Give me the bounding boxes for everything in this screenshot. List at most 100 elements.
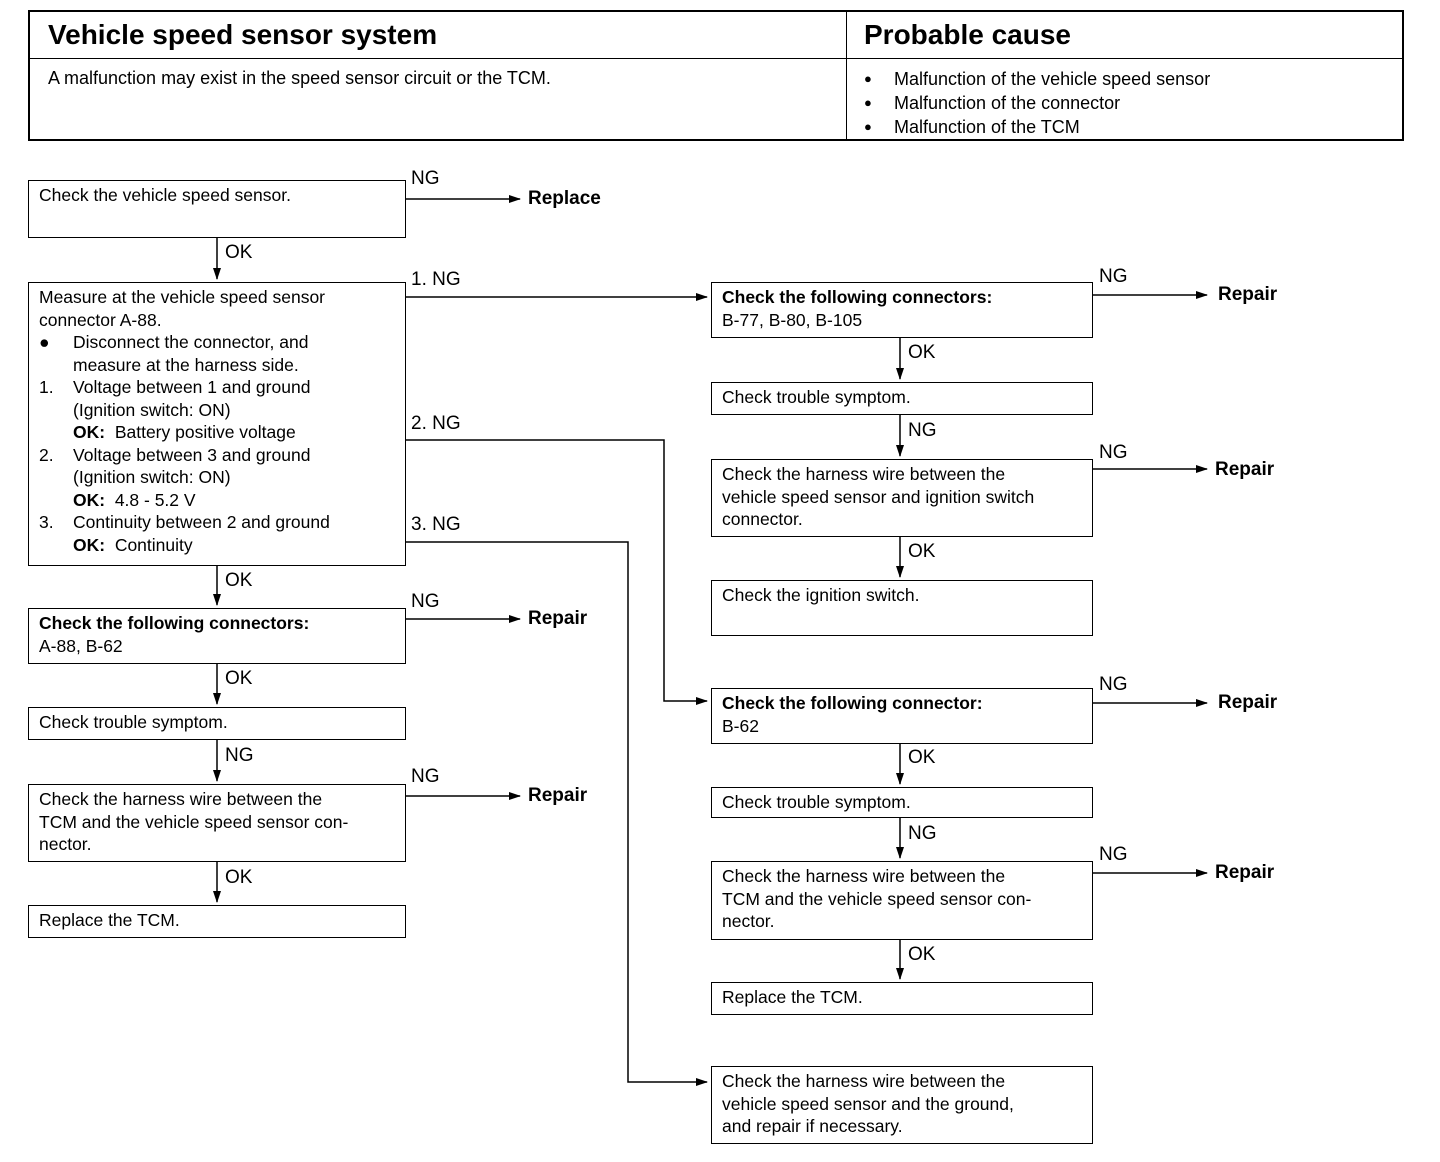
replace-tcm-box-left: Replace the TCM. [28,905,406,938]
system-description: A malfunction may exist in the speed sen… [48,68,551,88]
check-sensor-text: Check the vehicle speed sensor. [39,185,291,205]
ok-criterion: OK: Continuity [39,534,395,557]
harness-tcm-box-right: Check the harness wire between the TCM a… [711,861,1093,940]
connector-b62-box: Check the following connector: B-62 [711,688,1093,744]
ok-label: OK [908,541,936,562]
trouble-symptom-text: Check trouble symptom. [722,792,911,812]
replace-tcm-box-right: Replace the TCM. [711,982,1093,1015]
harness-line: Check the harness wire between the [722,866,1006,886]
ng-label: NG [411,766,440,787]
measure-step-3: 3. Continuity between 2 and ground [39,511,395,534]
table-column-divider [846,12,847,139]
ignition-switch-box: Check the ignition switch. [711,580,1093,636]
ng-label: NG [411,591,440,612]
ok-key: OK: [73,489,106,510]
harness-line: Check the harness wire between the [722,464,1006,484]
measure-line: (Ignition switch: ON) [73,467,231,487]
replace-tcm-text: Replace the TCM. [722,987,863,1007]
repair-label: Repair [1218,692,1278,713]
arrow-ng2 [406,439,708,705]
connector-a88-box: Check the following connectors: A-88, B-… [28,608,406,664]
harness-ignition-box: Check the harness wire between the vehic… [711,459,1093,537]
connector-list: B-62 [722,715,759,736]
ng-label: NG [1099,674,1128,695]
measure-line: Voltage between 3 and ground [73,444,311,465]
measure-line: Disconnect the connector, and [73,332,309,352]
probable-cause-title: Probable cause [864,19,1071,50]
measure-line: Measure at the vehicle speed sensor [39,287,325,307]
trouble-symptom-box-r1: Check trouble symptom. [711,382,1093,415]
cause-table: Vehicle speed sensor system Probable cau… [28,10,1404,141]
measure-step-1: 1.Voltage between 1 and ground [39,376,395,399]
trouble-symptom-box-r2: Check trouble symptom. [711,787,1093,818]
connector-list: B-77, B-80, B-105 [722,309,863,330]
step-number: 2. [39,444,54,465]
harness-line: TCM and the vehicle speed sensor con- [39,811,349,832]
ok-label: OK [225,242,253,263]
connector-b77-box: Check the following connectors: B-77, B-… [711,282,1093,338]
harness-line: Check the harness wire between the [722,1071,1006,1091]
repair-label: Repair [528,785,588,806]
ng1-label: 1. NG [411,269,461,290]
harness-line: vehicle speed sensor and ignition switch [722,486,1035,507]
harness-line: TCM and the vehicle speed sensor con- [722,888,1032,909]
cause-list: Malfunction of the vehicle speed sensor … [864,67,1210,139]
ok-value: Continuity [114,534,193,555]
measure-steps: Measure at the vehicle speed sensor conn… [39,286,395,556]
step-number: 1. [39,377,54,397]
repair-label: Repair [1215,459,1275,480]
trouble-symptom-text: Check trouble symptom. [722,387,911,407]
harness-line: connector. [722,509,803,529]
harness-ground-box: Check the harness wire between the vehic… [711,1066,1093,1144]
replace-tcm-text: Replace the TCM. [39,910,180,930]
measure-bullet: ●Disconnect the connector, and [39,332,309,352]
repair-label: Repair [528,608,588,629]
measure-line: (Ignition switch: ON) [73,399,231,420]
check-sensor-box: Check the vehicle speed sensor. [28,180,406,238]
harness-line: and repair if necessary. [722,1116,903,1136]
measure-box: Measure at the vehicle speed sensor conn… [28,282,406,566]
measure-step-2: 2. Voltage between 3 and ground [39,444,395,467]
ok-label: OK [908,944,936,965]
harness-line: nector. [722,911,775,931]
cause-item: Malfunction of the TCM [864,115,1210,139]
trouble-symptom-box-left: Check trouble symptom. [28,707,406,740]
replace-label: Replace [528,188,601,209]
ok-criterion: OK: 4.8 - 5.2 V [39,489,395,512]
connector-title: Check the following connector: [722,693,983,713]
ng-label: NG [1099,844,1128,865]
ok-criterion: OK: Battery positive voltage [39,421,395,444]
ok-label: OK [225,570,253,591]
harness-line: Check the harness wire between the [39,789,323,809]
ng-label: NG [411,168,440,189]
ok-key: OK: [73,534,106,555]
harness-line: vehicle speed sensor and the ground, [722,1093,1014,1114]
repair-label: Repair [1218,284,1278,305]
connector-title: Check the following connectors: [39,613,310,633]
measure-line: measure at the harness side. [73,354,299,375]
measure-line: connector A-88. [39,309,162,330]
harness-tcm-box-left: Check the harness wire between the TCM a… [28,784,406,862]
ng-label: NG [225,745,254,766]
ng3-label: 3. NG [411,514,461,535]
ok-value: Battery positive voltage [114,422,296,442]
cause-item: Malfunction of the vehicle speed sensor [864,67,1210,91]
ok-label: OK [908,747,936,768]
ng-label: NG [1099,442,1128,463]
measure-line: Continuity between 2 and ground [73,512,330,532]
ok-label: OK [225,867,253,888]
step-number: 3. [39,512,54,532]
repair-label: Repair [1215,862,1275,883]
ok-value: 4.8 - 5.2 V [114,489,196,510]
ok-label: OK [225,668,253,689]
ng-label: NG [908,823,937,844]
ok-key: OK: [73,422,106,442]
arrow-ng3 [406,541,708,1086]
ng-label: NG [1099,266,1128,287]
table-divider [30,58,1402,59]
harness-line: nector. [39,834,92,854]
cause-item: Malfunction of the connector [864,91,1210,115]
ng2-label: 2. NG [411,413,461,434]
ng-label: NG [908,420,937,441]
